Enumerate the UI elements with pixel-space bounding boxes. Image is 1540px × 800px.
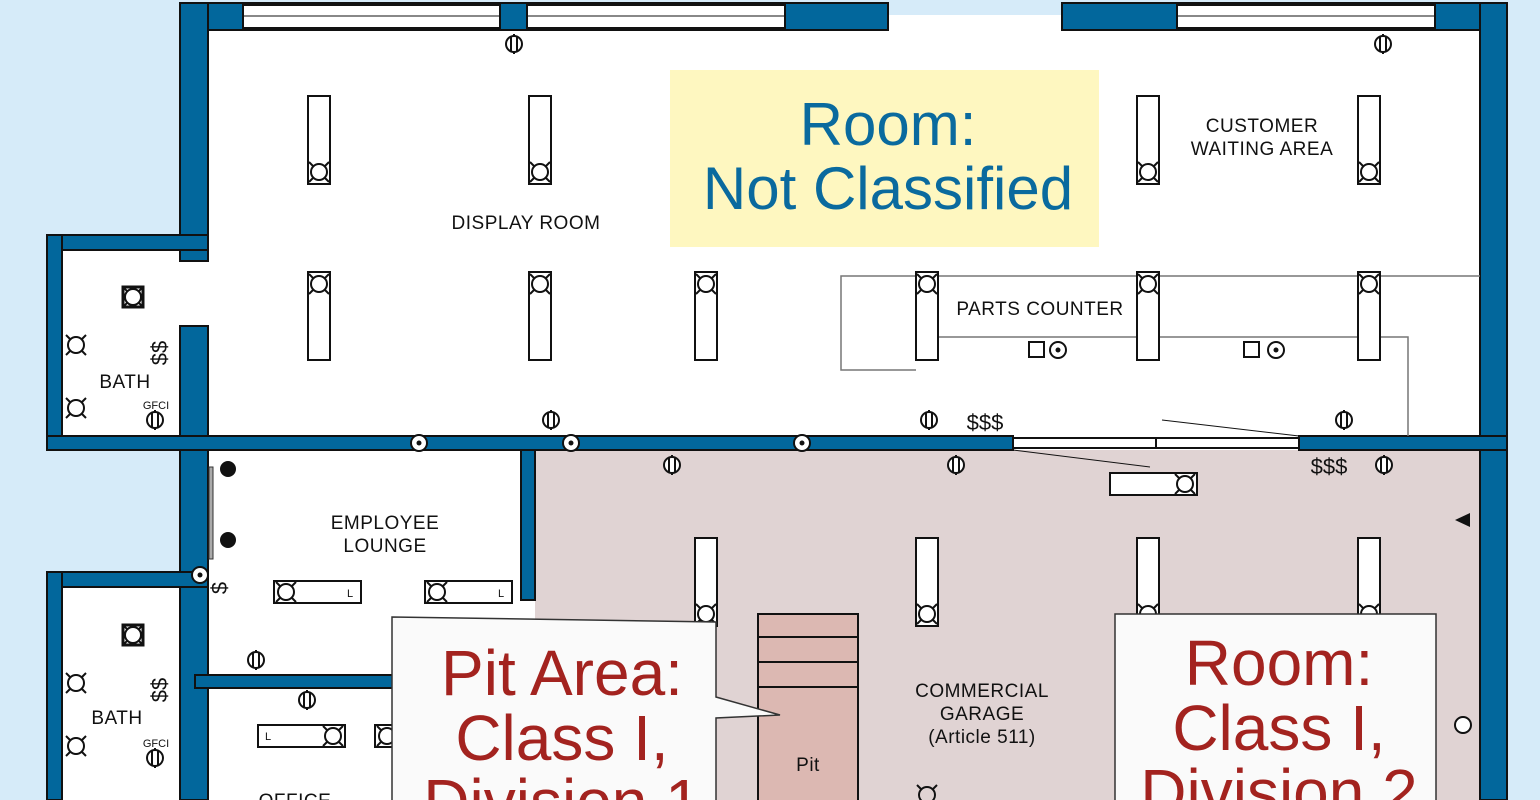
- switch-symbol: $$$: [967, 410, 1004, 435]
- switch-symbol: $: [207, 582, 232, 594]
- customer-waiting-label: CUSTOMER: [1206, 116, 1318, 137]
- division2-text: Room:: [1185, 627, 1374, 699]
- not-classified-text: Room:: [800, 91, 977, 158]
- display-room-label: DISPLAY ROOM: [452, 213, 601, 234]
- switch-symbol: $$$: [1311, 454, 1348, 479]
- switch-symbol: $$: [147, 678, 172, 702]
- windows: [242, 4, 1436, 29]
- pit: [757, 613, 859, 800]
- garage-door: [1012, 419, 1300, 468]
- gfci-label: GFCI: [143, 738, 169, 750]
- division2-callout: [1114, 613, 1437, 800]
- pit-area-text: Pit Area:: [441, 637, 683, 709]
- garage-label: GARAGE: [940, 704, 1024, 725]
- not-classified-callout: [670, 70, 1099, 247]
- employee-lounge-label: EMPLOYEE: [331, 513, 440, 534]
- lamp-mark: L: [498, 588, 504, 600]
- division2-text: Class I,: [1172, 692, 1385, 764]
- junction-boxes: [191, 341, 1472, 734]
- parts-counter-label: PARTS COUNTER: [956, 299, 1123, 320]
- division2-text: Division 2: [1140, 756, 1417, 800]
- lamp-mark: L: [347, 588, 353, 600]
- bath-upper-label: BATH: [99, 372, 150, 393]
- customer-waiting-label: WAITING AREA: [1191, 139, 1334, 160]
- pit-label: Pit: [796, 755, 820, 776]
- lounge-door-frame: [208, 466, 214, 560]
- employee-lounge-label: LOUNGE: [343, 536, 426, 557]
- switch-symbol: $$: [147, 341, 172, 365]
- office-label: OFFICE: [259, 791, 332, 800]
- parts-counter-outline: [840, 275, 1480, 436]
- pit-area-text: Class I,: [455, 702, 668, 774]
- lamp-mark: L: [265, 731, 271, 743]
- garage-label: (Article 511): [928, 727, 1036, 748]
- pit-area-text: Division 1: [423, 766, 700, 800]
- bath-lower-label: BATH: [91, 708, 142, 729]
- gfci-label: GFCI: [143, 400, 169, 412]
- garage-label: COMMERCIAL: [915, 681, 1049, 702]
- light-fixtures: [65, 96, 1380, 800]
- not-classified-text: Not Classified: [703, 155, 1073, 222]
- pit-area-callout: [391, 616, 781, 800]
